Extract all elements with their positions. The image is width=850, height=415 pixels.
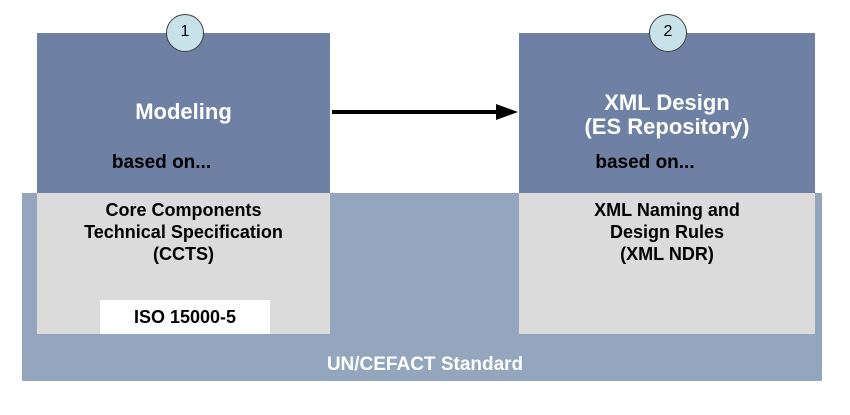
ccts-line-1: Core Components <box>105 200 262 220</box>
xml-design-title-line-1: XML Design <box>604 90 730 115</box>
ndr-line-3: (XML NDR) <box>620 244 714 264</box>
ndr-line-2: Design Rules <box>609 222 725 242</box>
ccts-line-3: (CCTS) <box>153 244 214 264</box>
iso-badge: ISO 15000-5 <box>100 300 270 334</box>
xml-design-title: XML Design (ES Repository) <box>519 91 815 139</box>
modeling-based-on-label: based on... <box>111 152 212 173</box>
step-circle-2: 2 <box>649 14 687 52</box>
ndr-line-1: XML Naming and <box>594 200 740 220</box>
modeling-title: Modeling <box>135 99 232 124</box>
step-circle-1: 1 <box>166 14 204 52</box>
standard-box-xml-ndr: XML Naming and Design Rules (XML NDR) <box>519 193 815 334</box>
arrow-line <box>332 110 498 114</box>
standard-box-ccts: Core Components Technical Specification … <box>37 193 330 334</box>
process-box-modeling: Modeling based on... <box>37 33 330 193</box>
process-box-xml-design: XML Design (ES Repository) based on... <box>519 33 815 193</box>
arrow-head-icon <box>496 104 518 120</box>
uncefact-band-label: UN/CEFACT Standard <box>326 354 524 375</box>
ccts-line-2: Technical Specification <box>84 222 283 242</box>
xml-design-based-on-label: based on... <box>595 152 695 173</box>
xml-design-title-line-2: (ES Repository) <box>584 114 750 139</box>
